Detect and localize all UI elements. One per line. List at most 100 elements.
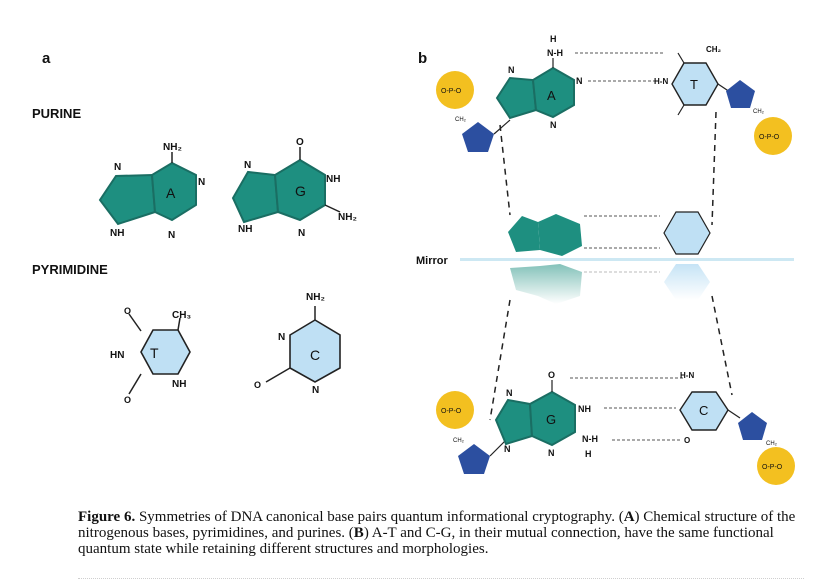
purine-skeleton-6ring	[538, 214, 582, 256]
adenine-pyrimidine-ring	[150, 161, 197, 222]
sugar-to-adenine-bond	[493, 119, 511, 135]
figure-caption: Figure 6. Symmetries of DNA canonical ba…	[78, 509, 818, 557]
cytosine-o-bond	[265, 367, 291, 383]
adenine-b-n-bottom: N	[550, 120, 557, 130]
mirror-plane	[460, 258, 794, 261]
panel-a-label: a	[42, 50, 51, 67]
phosphate-top-right	[754, 117, 792, 155]
adenine-n-top: N	[114, 162, 121, 173]
guanine-n-top: N	[244, 160, 251, 171]
guanine-b-pyrimidine	[528, 390, 576, 447]
cytosine-n-left: N	[278, 332, 285, 343]
adenine-b-pyrimidine	[531, 66, 575, 119]
caption-text-2: ) Chemical structure of the nitrogenous …	[78, 509, 796, 541]
phosphate-bottom-right-label: O-P-O	[762, 464, 783, 471]
sugar-bottom-left	[458, 444, 490, 474]
caption-highlight-b: B	[353, 525, 364, 541]
cytosine-b-o: O	[684, 436, 690, 445]
sugar-bottom-right-ch2: CH₂	[766, 441, 778, 447]
guanine-n-bottom: N	[298, 228, 305, 239]
caption-figure-label: Figure 6.	[78, 509, 136, 525]
adenine-molecule: A NH₂ N N NH N	[98, 142, 205, 241]
purine-skeleton-5ring	[508, 216, 540, 252]
sugar-to-guanine-bond	[489, 439, 507, 457]
thymine-ch3-bond	[177, 317, 181, 331]
thymine-ring	[140, 329, 191, 375]
guanine-molecule: G O N NH NH N NH₂	[231, 137, 357, 239]
guanine-o: O	[296, 137, 304, 148]
sugar-bottom-left-ch2: CH₂	[453, 438, 465, 444]
adenine-b-letter: A	[547, 88, 556, 103]
cytosine-nh2: NH₂	[306, 292, 325, 303]
footer-rule	[78, 578, 804, 579]
guide-right-bottom	[711, 295, 733, 396]
adenine-n-right: N	[198, 177, 205, 188]
sugar-top-left-ch2: CH₂	[455, 117, 467, 123]
adenine-nh2: NH₂	[163, 142, 182, 153]
thymine-ch3: CH₃	[172, 310, 191, 321]
adenine-letter: A	[166, 185, 176, 201]
phosphate-top-right-label: O-P-O	[759, 134, 780, 141]
cytosine-b-ring	[679, 391, 729, 431]
thymine-b-ring	[671, 62, 719, 106]
pyrimidine-skeleton	[663, 211, 711, 255]
phosphate-top-left-label: O-P-O	[441, 88, 462, 95]
adenine-b-n: N	[576, 76, 583, 86]
phosphate-bottom-left	[436, 391, 474, 429]
thymine-b-o-top-bond	[677, 52, 685, 64]
cytosine-letter: C	[310, 347, 320, 363]
purine-reflection	[510, 264, 582, 304]
mirror-label: Mirror	[416, 255, 449, 267]
guanine-pyrimidine-ring	[273, 158, 326, 222]
thymine-molecule: O O T CH₃ HN NH	[110, 306, 191, 405]
guanine-nh-right: NH	[326, 174, 340, 185]
caption-highlight-a: A	[623, 509, 635, 525]
pyrimidine-heading: PYRIMIDINE	[32, 262, 108, 277]
mirror-skeleton-top	[508, 211, 711, 256]
pyrimidine-reflection	[664, 264, 710, 300]
adenine-b-nh: N-H	[547, 48, 563, 58]
adenine-n-bottom: N	[168, 230, 175, 241]
adenine-b-imidazole	[495, 76, 538, 120]
guanine-b-o: O	[548, 370, 555, 380]
adenine-b-n-top: N	[508, 65, 515, 75]
mirror-reflection	[510, 264, 710, 304]
thymine-nh: NH	[172, 379, 186, 390]
cytosine-b-hn: H-N	[680, 371, 694, 380]
thymine-o-top-bond	[128, 313, 142, 332]
guanine-letter: G	[295, 183, 306, 199]
guanine-nh-left: NH	[238, 224, 252, 235]
guide-left-top	[499, 124, 511, 216]
guanine-b-n-top: N	[506, 388, 513, 398]
guanine-nh2-bond	[324, 204, 341, 213]
guanine-b-nh: NH	[578, 404, 591, 414]
guanine-imidazole-ring	[231, 170, 280, 224]
thymine-b-letter: T	[690, 77, 698, 92]
thymine-hn: HN	[110, 350, 124, 361]
adenine-imidazole-ring	[98, 173, 157, 226]
cytosine-n-bottom: N	[312, 385, 319, 396]
adenine-b-h: H	[550, 34, 557, 44]
cytosine-molecule: NH₂ C N N O	[254, 292, 341, 396]
adenine-thymine-pair: O-P-O CH₂ A N-H H N N N T H-N CH₂ CH₂ O-…	[436, 34, 792, 155]
thymine-b-o-bottom-bond	[677, 104, 685, 116]
thymine-letter: T	[150, 345, 159, 361]
sugar-top-left	[462, 122, 494, 152]
thymine-b-hn: H-N	[654, 77, 668, 86]
phosphate-top-left	[436, 71, 474, 109]
thymine-o-top: O	[124, 306, 131, 316]
cytosine-b-letter: C	[699, 403, 708, 418]
guanine-nh2: NH₂	[338, 212, 357, 223]
guide-right-top	[711, 111, 717, 226]
phosphate-bottom-right	[757, 447, 795, 485]
sugar-top-right-ch2: CH₂	[753, 109, 765, 115]
cytosine-o: O	[254, 380, 261, 390]
guanine-cytosine-pair: O-P-O CH₂ O G NH N-H H N N N C H-N O CH₂…	[436, 370, 795, 485]
adenine-nh-left: NH	[110, 228, 124, 239]
sugar-top-right	[726, 80, 755, 108]
guide-left-bottom	[489, 299, 511, 421]
guanine-b-h: H	[585, 449, 592, 459]
thymine-o-bottom: O	[124, 395, 131, 405]
guanine-b-imidazole	[494, 398, 534, 446]
